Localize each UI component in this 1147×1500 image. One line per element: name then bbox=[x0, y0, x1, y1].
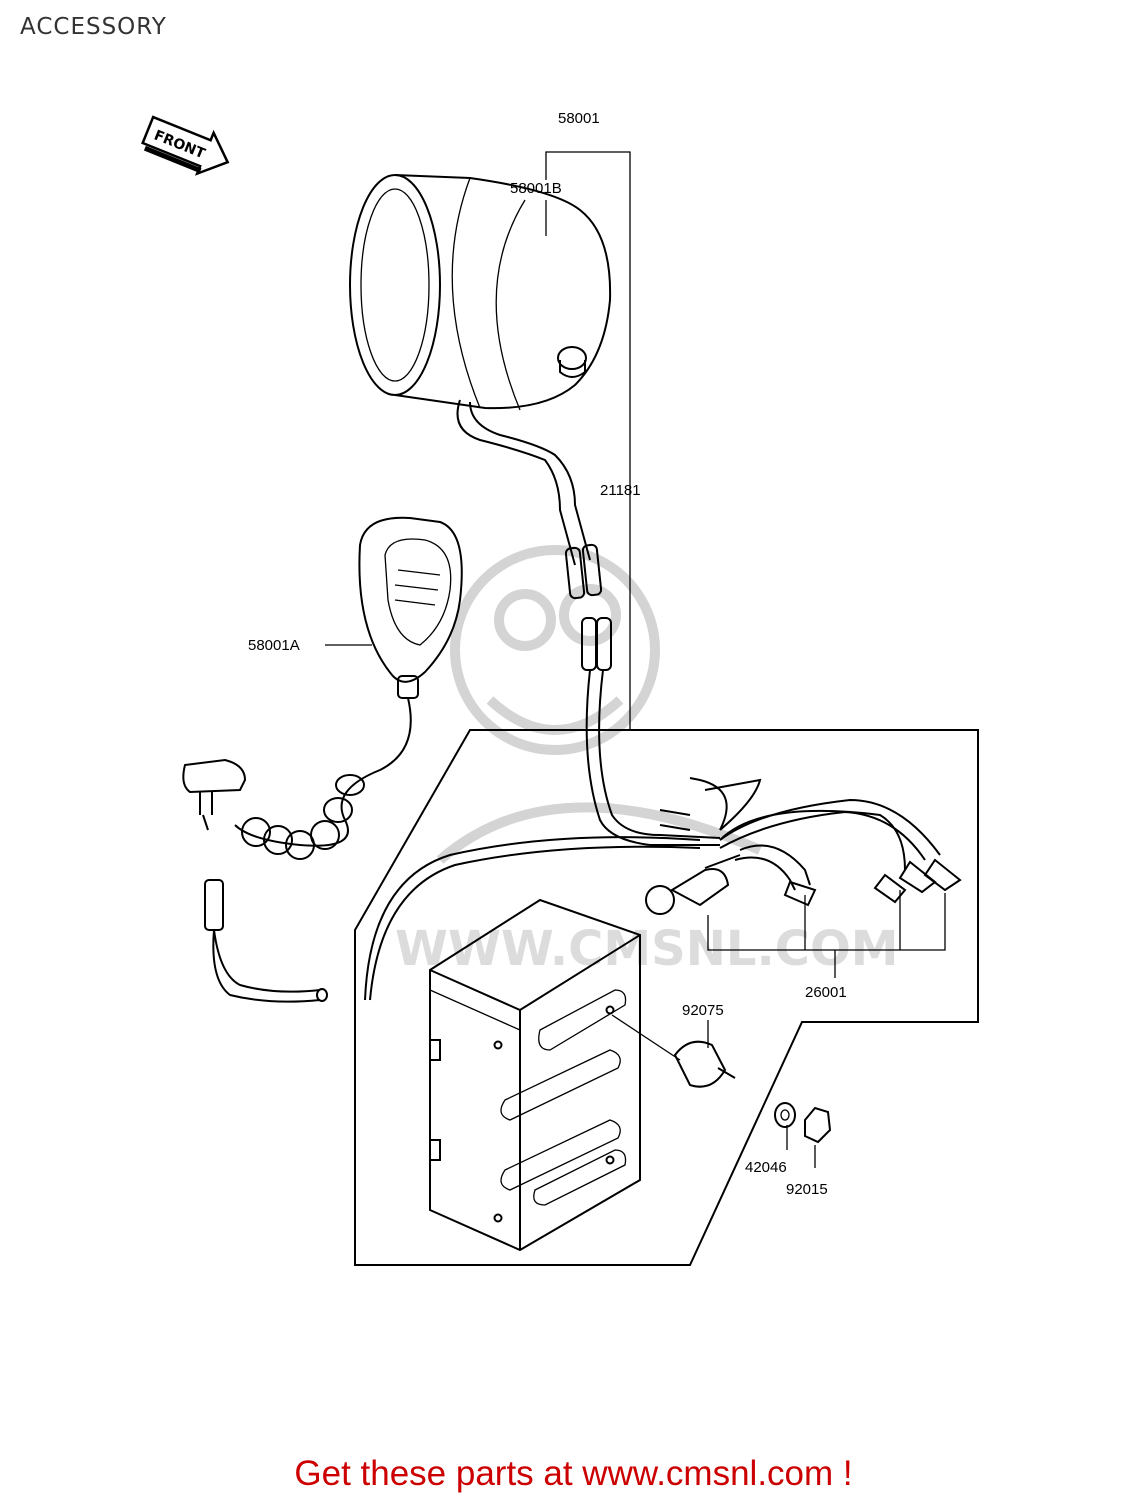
speaker-horn bbox=[349, 174, 612, 411]
part-label-26001: 26001 bbox=[805, 984, 847, 1001]
parts-diagram: WWW.CMSNL.COM FRONT bbox=[141, 110, 979, 1266]
part-label-92015: 92015 bbox=[786, 1181, 828, 1198]
leader-lines bbox=[325, 151, 946, 1168]
coiled-cord bbox=[241, 774, 365, 860]
power-cable bbox=[364, 836, 701, 1001]
part-label-58001: 58001 bbox=[558, 110, 600, 127]
wiring-harness bbox=[645, 777, 962, 915]
watermark-logo: WWW.CMSNL.COM bbox=[395, 545, 899, 977]
speaker-wires bbox=[456, 399, 603, 600]
front-arrow-icon: FRONT bbox=[141, 115, 230, 176]
cmsnl-link[interactable]: Get these parts at www.cmsnl.com ! bbox=[294, 1454, 853, 1493]
part-label-58001B: 58001B bbox=[510, 180, 562, 197]
antenna-cable bbox=[204, 879, 328, 1003]
kit-outline-box bbox=[354, 729, 979, 1266]
control-unit bbox=[429, 898, 641, 1252]
part-label-58001A: 58001A bbox=[248, 637, 300, 654]
watermark-text: WWW.CMSNL.COM bbox=[395, 921, 899, 977]
microphone bbox=[182, 516, 463, 860]
footer-link[interactable]: Get these parts at www.cmsnl.com ! bbox=[0, 1454, 1147, 1494]
page-title: ACCESSORY bbox=[20, 14, 167, 40]
part-label-42046: 42046 bbox=[745, 1159, 787, 1176]
washer-42046 bbox=[774, 1102, 796, 1128]
harness-connectors bbox=[581, 617, 721, 846]
nut-92015 bbox=[804, 1106, 832, 1144]
bolt-92075 bbox=[611, 1014, 736, 1088]
part-label-92075: 92075 bbox=[682, 1002, 724, 1019]
part-label-21181: 21181 bbox=[600, 482, 641, 499]
